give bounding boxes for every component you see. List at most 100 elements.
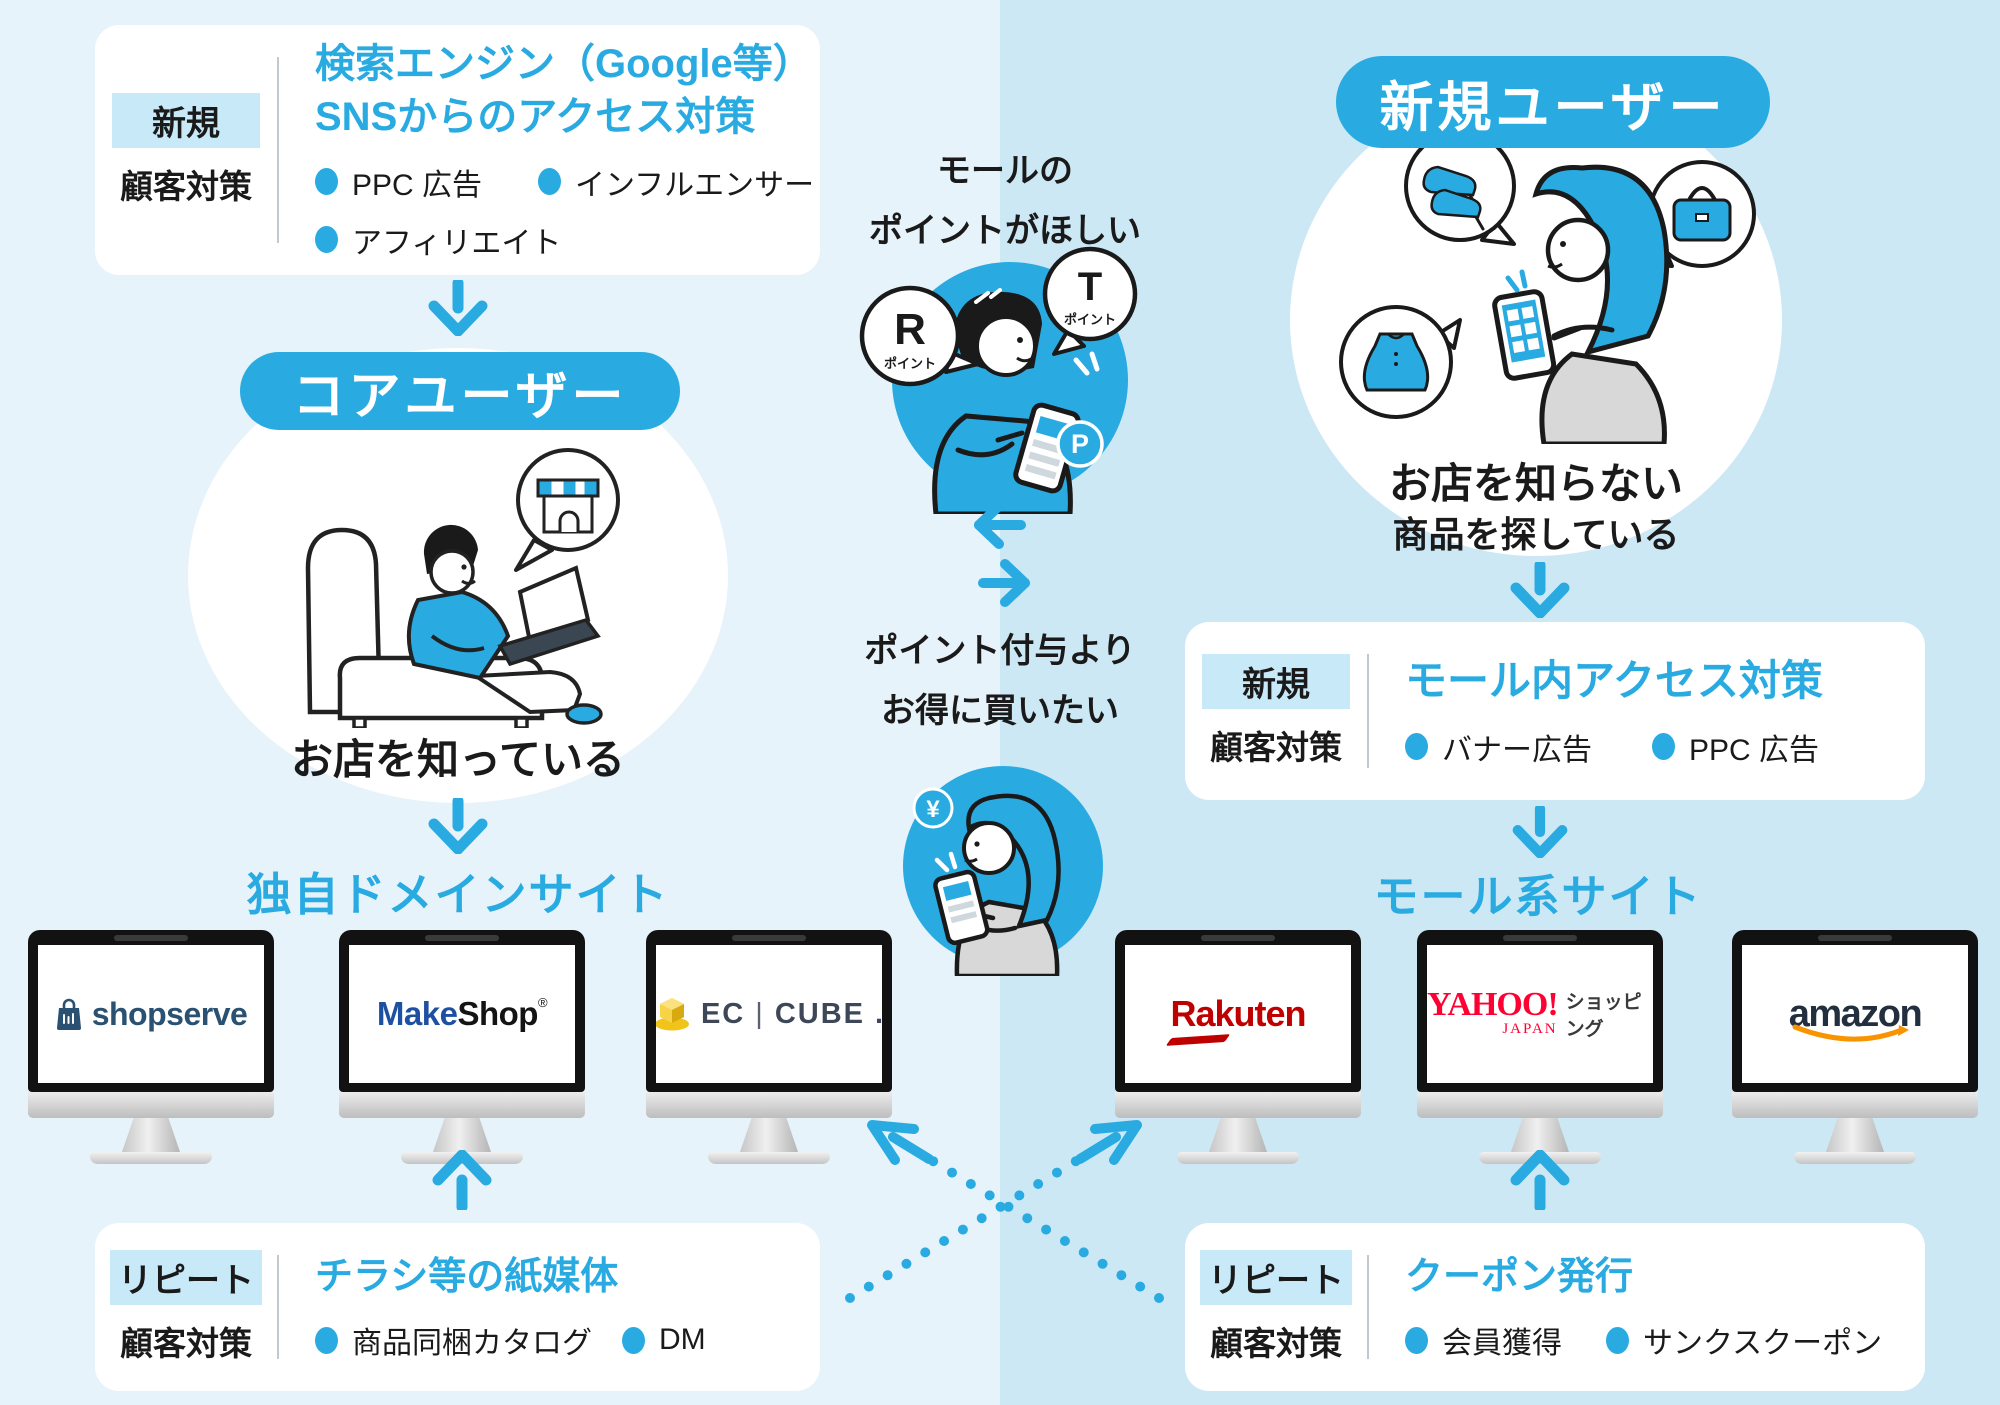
mall-sites-heading: モール系サイト bbox=[1373, 871, 1703, 922]
bullet-text: PPC 広告 bbox=[1689, 733, 1820, 767]
speech-bubble-tail bbox=[514, 538, 554, 572]
right-new-customer-content: モール内アクセス対策 バナー広告 PPC 広告 bbox=[1369, 653, 1823, 768]
shopserve-logo-text: shopserve bbox=[91, 995, 248, 1032]
makeshop-logo-shop: Shop bbox=[457, 995, 538, 1032]
mall-points-caption: モールの ポイントがほしい bbox=[805, 142, 1205, 261]
deal-caption: ポイント付与より お得に買いたい bbox=[795, 622, 1205, 741]
p-point-letter: P bbox=[1071, 429, 1089, 459]
eccube-cube-icon bbox=[656, 998, 689, 1031]
left-repeat-label: リピート 顧客対策 bbox=[95, 1249, 277, 1365]
monitor-screen: Rakuten bbox=[1125, 945, 1351, 1083]
monitor-eccube: EC | CUBE. bbox=[646, 930, 892, 1164]
left-repeat-customer-box: リピート 顧客対策 チラシ等の紙媒体 商品同梱カタログ DM bbox=[95, 1223, 820, 1391]
mall-points-line1: モールの bbox=[937, 152, 1073, 190]
monitor-camera bbox=[732, 935, 806, 941]
eccube-logo-ec: EC bbox=[700, 997, 746, 1030]
bullet-item: PPC 広告 bbox=[315, 160, 482, 204]
monitor-chin bbox=[1417, 1092, 1663, 1118]
yahoo-logo-main: YAHOO! bbox=[1427, 985, 1559, 1023]
eccube-logo-separator: | bbox=[755, 997, 765, 1030]
makeshop-logo: MakeShop® bbox=[377, 995, 548, 1033]
monitor-base bbox=[708, 1152, 830, 1164]
new-user-caption-line1: お店を知らない bbox=[1388, 460, 1683, 507]
yen-symbol: ¥ bbox=[926, 796, 940, 823]
right-repeat-content: クーポン発行 会員獲得 サンクスクーポン bbox=[1369, 1252, 1882, 1362]
browsing-woman-illustration bbox=[1339, 130, 1756, 444]
amazon-smile-icon bbox=[1792, 1024, 1909, 1042]
title-line1: 検索エンジン（Google等） bbox=[315, 42, 813, 87]
eccube-logo-dot: . bbox=[875, 998, 882, 1031]
arrow-down-icon bbox=[1507, 559, 1573, 623]
r-point-letter: R bbox=[894, 305, 926, 354]
monitor-screen: YAHOO!JAPAN ショッピング bbox=[1427, 945, 1653, 1083]
bullet-item: インフルエンサー bbox=[538, 160, 814, 204]
monitor-bezel: Rakuten bbox=[1115, 930, 1361, 1092]
bullet-text: バナー広告 bbox=[1442, 733, 1592, 767]
monitor-chin bbox=[1732, 1092, 1978, 1118]
crossing-dotted-arrows bbox=[845, 1120, 1164, 1303]
right-repeat-label: リピート 顧客対策 bbox=[1185, 1249, 1367, 1365]
bullet-dot bbox=[1405, 733, 1428, 761]
monitor-yahoo-shopping: YAHOO!JAPAN ショッピング bbox=[1417, 930, 1663, 1164]
bullet-dot bbox=[622, 1326, 645, 1354]
smartphone-icon bbox=[1492, 289, 1557, 381]
left-new-customer-content: 検索エンジン（Google等） SNSからのアクセス対策 PPC 広告 インフル… bbox=[279, 38, 814, 262]
monitor-shopserve: shopserve bbox=[28, 930, 274, 1164]
r-point-badge: R ポイント bbox=[859, 285, 980, 387]
divider bbox=[277, 1255, 279, 1359]
dress-bubble bbox=[1339, 305, 1462, 419]
tag-repeat: リピート bbox=[110, 1249, 262, 1305]
bullet-list: PPC 広告 インフルエンサー アフィリエイト bbox=[315, 160, 814, 262]
monitor-stand bbox=[1511, 1118, 1569, 1152]
arrow-down-icon bbox=[425, 795, 491, 859]
t-point-sub: ポイント bbox=[1064, 312, 1116, 327]
bullet-text: インフルエンサー bbox=[575, 168, 815, 202]
right-repeat-title: クーポン発行 bbox=[1405, 1255, 1634, 1298]
tag-repeat: リピート bbox=[1200, 1249, 1352, 1305]
rakuten-swoosh bbox=[1166, 1034, 1231, 1046]
monitor-stand bbox=[740, 1118, 798, 1152]
arrow-up-icon bbox=[429, 1149, 495, 1215]
bullet-item: アフィリエイト bbox=[315, 218, 561, 262]
monitor-camera bbox=[1503, 935, 1577, 941]
bullet-dot bbox=[1606, 1326, 1629, 1354]
laptop-icon bbox=[497, 565, 601, 667]
new-user-pill: 新規ユーザー bbox=[1336, 56, 1770, 148]
points-man-illustration: R ポイント T ポイント P bbox=[859, 246, 1138, 514]
deal-woman-illustration: ¥ bbox=[903, 766, 1103, 976]
amazon-logo: amazon bbox=[1789, 995, 1923, 1042]
left-repeat-title: チラシ等の紙媒体 bbox=[315, 1255, 619, 1298]
monitor-bezel: EC | CUBE. bbox=[646, 930, 892, 1092]
tag-new-sub: 顧客対策 bbox=[1210, 728, 1342, 766]
divider bbox=[1367, 654, 1369, 768]
deal-line1: ポイント付与より bbox=[864, 632, 1136, 670]
monitor-stand bbox=[1826, 1118, 1884, 1152]
own-domain-sites-heading: 独自ドメインサイト bbox=[246, 869, 670, 920]
bullet-dot bbox=[1405, 1326, 1428, 1354]
monitor-bezel: MakeShop® bbox=[339, 930, 585, 1092]
registered-mark: ® bbox=[537, 995, 548, 1010]
bullet-item: 会員獲得 bbox=[1405, 1318, 1562, 1362]
t-point-letter: T bbox=[1078, 265, 1102, 309]
right-new-customer-title: モール内アクセス対策 bbox=[1405, 657, 1823, 705]
core-user-pill: コアユーザー bbox=[240, 352, 680, 430]
yahoo-logo-shopping: ショッピング bbox=[1565, 992, 1642, 1040]
tag-repeat-sub: 顧客対策 bbox=[1210, 1324, 1342, 1362]
monitor-screen: EC | CUBE. bbox=[656, 945, 882, 1083]
monitor-screen: amazon bbox=[1742, 945, 1968, 1083]
monitor-amazon: amazon bbox=[1732, 930, 1978, 1164]
rakuten-logo: Rakuten bbox=[1166, 993, 1307, 1046]
new-user-caption-line2: 商品を探している bbox=[1392, 514, 1680, 555]
left-new-customer-label: 新規 顧客対策 bbox=[95, 92, 277, 208]
bullet-dot bbox=[315, 168, 338, 196]
monitor-camera bbox=[1201, 935, 1275, 941]
bullet-item: PPC 広告 bbox=[1652, 725, 1819, 769]
monitor-stand bbox=[1209, 1118, 1267, 1152]
bullet-item: バナー広告 bbox=[1405, 725, 1592, 769]
monitor-screen: MakeShop® bbox=[349, 945, 575, 1083]
arrow-down-icon bbox=[425, 277, 491, 341]
monitor-chin bbox=[339, 1092, 585, 1118]
eccube-logo-cube: CUBE bbox=[774, 997, 865, 1030]
bullet-text: 商品同梱カタログ bbox=[352, 1327, 592, 1361]
